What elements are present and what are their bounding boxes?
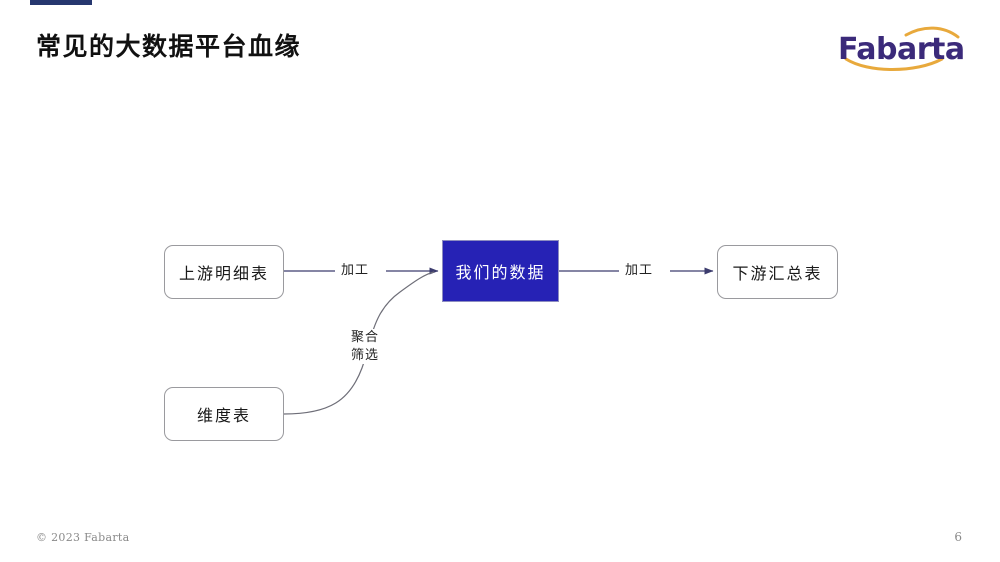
fabarta-logo: Fabarta [834,26,974,72]
page-title: 常见的大数据平台血缘 [36,32,302,61]
node-our-data[interactable]: 我们的数据 [442,240,559,302]
node-label: 维度表 [196,406,251,425]
top-accent-bar [30,0,92,5]
footer-copyright: © 2023 Fabarta [36,531,130,544]
footer-page-number: 6 [954,530,962,544]
edge-label-aggregate-filter: 聚合 筛选 [340,329,390,365]
node-upstream-detail-table[interactable]: 上游明细表 [164,245,284,299]
node-label: 上游明细表 [178,264,269,283]
node-label: 下游汇总表 [732,264,823,283]
node-downstream-summary-table[interactable]: 下游汇总表 [717,245,838,299]
edge-label-process-downstream: 加工 [622,262,657,280]
node-label: 我们的数据 [455,263,546,282]
edge-label-process-upstream: 加工 [338,262,373,280]
fabarta-logo-svg: Fabarta [838,26,965,71]
logo-swoosh-top-icon [904,26,960,39]
node-dimension-table[interactable]: 维度表 [164,387,284,441]
logo-swoosh-bottom-icon [844,57,944,71]
logo-wordmark: Fabarta [838,32,965,67]
